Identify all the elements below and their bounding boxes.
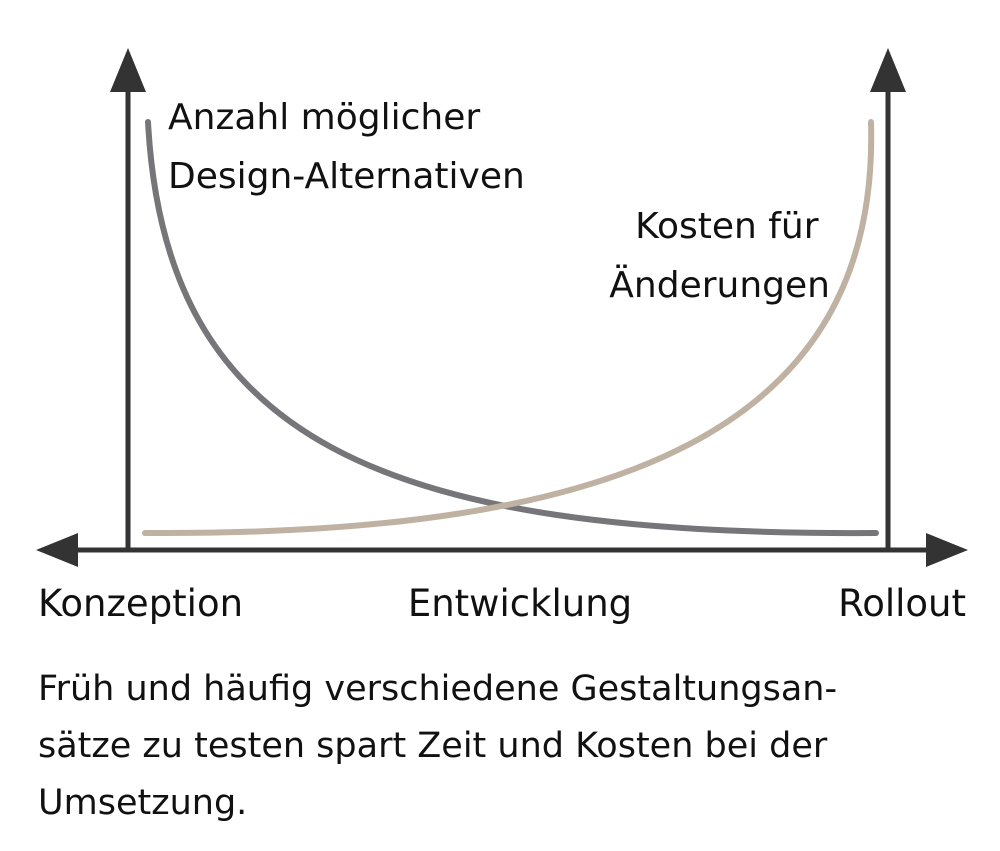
costs-label-line-2: Änderungen bbox=[609, 264, 830, 306]
costs-curve bbox=[142, 119, 875, 537]
costs-label-line-1: Kosten für bbox=[635, 206, 819, 247]
axis-label-middle: Entwicklung bbox=[408, 582, 632, 625]
caption-line-3: Umsetzung. bbox=[38, 783, 247, 823]
alternatives-label-line-1: Anzahl möglicher bbox=[168, 97, 480, 138]
timeline-left-arrowhead bbox=[36, 533, 78, 567]
axis-label-end: Rollout bbox=[838, 582, 966, 625]
alternatives-label-line-2: Design-Alternativen bbox=[168, 156, 525, 197]
right-axis-arrowhead bbox=[870, 48, 906, 92]
axis-label-start: Konzeption bbox=[38, 582, 243, 625]
caption-line-2: sätze zu testen spart Zeit und Kosten be… bbox=[38, 726, 828, 766]
alternatives-curve bbox=[145, 119, 879, 537]
left-axis-arrowhead bbox=[110, 48, 146, 92]
alternatives-label: Anzahl möglicher Design-Alternativen bbox=[168, 97, 525, 197]
costs-label: Kosten für Änderungen bbox=[609, 206, 830, 306]
caption: Früh und häufig verschiedene Gestaltungs… bbox=[38, 669, 848, 823]
timeline-right-arrowhead bbox=[926, 533, 968, 567]
caption-line-1: Früh und häufig verschiedene Gestaltungs… bbox=[38, 669, 837, 709]
